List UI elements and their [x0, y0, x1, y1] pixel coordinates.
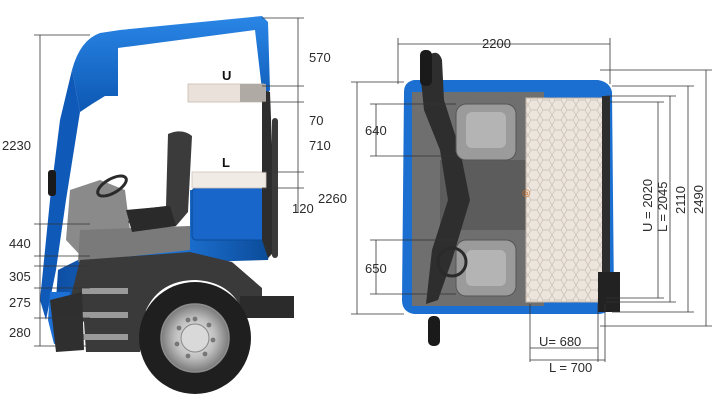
dim-mirror-width: 2490 — [691, 185, 706, 214]
rear-chassis — [240, 296, 294, 318]
dim-upper-gap: 70 — [309, 113, 323, 128]
passenger-seat-cushion — [466, 112, 506, 148]
upper-bunk-support — [240, 84, 266, 102]
step-upper — [82, 288, 128, 294]
step-middle — [82, 312, 128, 318]
wheel-arch — [70, 252, 262, 352]
dim-step-low: 280 — [9, 325, 31, 340]
steering-wheel — [96, 174, 128, 198]
interior-floor — [78, 226, 190, 262]
steering-wheel-top — [436, 246, 468, 278]
dim-seat-rear: 650 — [365, 261, 387, 276]
dim-seat-front: 640 — [365, 123, 387, 138]
dim-lower-gap: 120 — [292, 201, 314, 216]
top-dimension-lines — [351, 38, 712, 362]
step-lower — [82, 334, 128, 340]
dim-cab-height: 2230 — [2, 138, 31, 153]
dim-cab-width: 2110 — [673, 186, 688, 214]
driver-seat — [128, 131, 192, 230]
side-view: U L — [2, 16, 331, 394]
lower-bunk — [191, 171, 267, 189]
a-pillar — [40, 70, 80, 320]
wheel-nuts — [174, 316, 216, 359]
front-wheel-hub — [180, 323, 210, 353]
side-dimension-lines — [34, 17, 304, 347]
dim-seat-height: 440 — [9, 236, 31, 251]
dim-roof-to-upper: 570 — [309, 50, 331, 65]
air-intake-duct — [420, 52, 470, 304]
driver-seat-cushion — [466, 250, 506, 286]
seat-cushion — [126, 206, 176, 232]
side-locker — [191, 187, 271, 241]
dim-step-mid: 275 — [9, 295, 31, 310]
step-box-top — [598, 272, 620, 312]
dim-step-top: 305 — [9, 269, 31, 284]
mirror-top — [420, 50, 432, 86]
dim-upper-to-lower: 710 — [309, 138, 331, 153]
dim-lower-bunk-width: L = 2045 — [655, 182, 670, 232]
dim-upper-bunk-depth: U= 680 — [539, 334, 581, 349]
bunk-top — [525, 97, 607, 303]
top-view: ◎ — [318, 36, 712, 375]
dim-overall-depth: 2260 — [318, 191, 347, 206]
dim-lower-bunk-depth: L = 700 — [549, 360, 592, 375]
rear-bar — [602, 96, 610, 306]
front-bumper — [50, 292, 84, 352]
dim-width-top: 2200 — [482, 36, 511, 51]
mirror-bottom — [428, 316, 440, 346]
dim-upper-bunk-width: U = 2020 — [640, 179, 655, 232]
side-mirror — [48, 170, 56, 196]
upper-bunk-label: U — [222, 68, 231, 83]
lower-bunk-label: L — [222, 155, 230, 170]
brand-logo-icon: ◎ — [522, 188, 531, 199]
